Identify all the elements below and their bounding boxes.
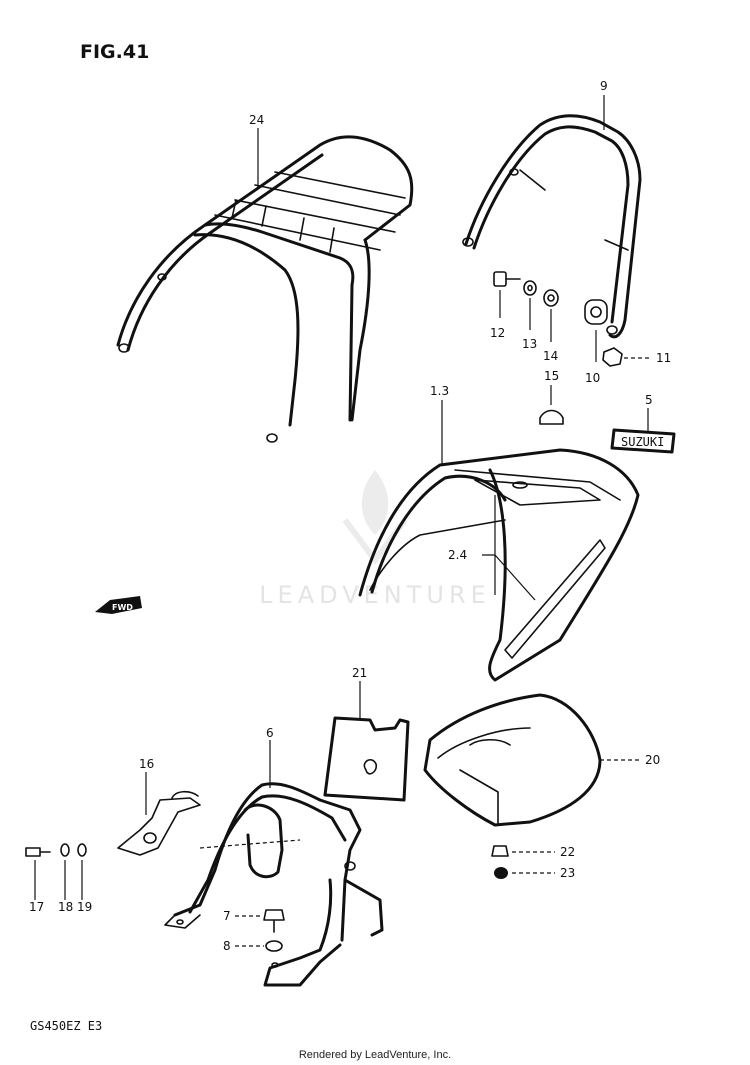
callout-11: 11 [656, 351, 671, 365]
cap-part-15[interactable]: 15 [539, 369, 564, 425]
callout-17: 17 [29, 900, 44, 914]
footer-credit: Rendered by LeadVenture, Inc. [299, 1049, 451, 1061]
callout-10: 10 [585, 371, 600, 385]
callout-12: 12 [490, 326, 505, 340]
seat-bracket-part-6[interactable]: 6 [164, 726, 384, 987]
callout-19: 19 [77, 900, 92, 914]
callout-5: 5 [645, 393, 653, 407]
callout-9: 9 [600, 79, 608, 93]
washer-part-14[interactable]: 14 [543, 289, 559, 363]
grab-handle-part-9[interactable]: 9 [462, 79, 642, 339]
callout-2-4: 2.4 [448, 548, 467, 562]
callout-7: 7 [223, 909, 231, 923]
callout-15: 15 [544, 369, 559, 383]
decal-text: SUZUKI [621, 435, 664, 449]
nut-part-11[interactable]: 11 [602, 347, 671, 367]
cushion-part-10[interactable]: 10 [584, 299, 608, 385]
nut-part-23[interactable]: 23 [494, 866, 575, 880]
callout-18: 18 [58, 900, 73, 914]
callout-22: 22 [560, 845, 575, 859]
tail-pad-part-20[interactable]: 20 [423, 693, 660, 827]
watermark-flame-icon [361, 470, 389, 535]
callout-6: 6 [266, 726, 274, 740]
callout-8: 8 [223, 939, 231, 953]
handle-hardware: 12 13 14 10 11 [490, 271, 671, 385]
model-code: GS450EZ E3 [30, 1019, 102, 1033]
washer-part-13[interactable]: 13 [522, 280, 537, 351]
hinge-bracket-part-16[interactable]: 16 [117, 757, 201, 856]
screw-part-17[interactable]: 17 [25, 847, 51, 914]
callout-21: 21 [352, 666, 367, 680]
callout-13: 13 [522, 337, 537, 351]
decal-part-5[interactable]: SUZUKI 5 [610, 393, 676, 454]
callout-1-3: 1.3 [430, 384, 449, 398]
callout-24: 24 [249, 113, 264, 127]
fwd-label: FWD [112, 603, 133, 612]
washer-part-19[interactable]: 19 [77, 843, 92, 914]
callout-20: 20 [645, 753, 660, 767]
washer-part-8[interactable]: 8 [223, 939, 283, 953]
figure-title: FIG.41 [80, 41, 149, 63]
washer-part-22[interactable]: 22 [491, 845, 575, 859]
washer-part-18[interactable]: 18 [58, 843, 73, 914]
callout-16: 16 [139, 757, 154, 771]
bolt-part-12[interactable]: 12 [490, 271, 521, 340]
callout-14: 14 [543, 349, 558, 363]
forward-direction-marker: FWD [95, 596, 142, 614]
bolt-part-7[interactable]: 7 [223, 909, 285, 933]
cover-plate-part-21[interactable]: 21 [323, 666, 410, 802]
watermark: LEADVENTURE [259, 470, 486, 609]
carrier-rack-part-24[interactable]: 24 [116, 113, 414, 443]
tail-cowl-part-1-3[interactable]: 1.3 2.4 [358, 384, 640, 682]
callout-23: 23 [560, 866, 575, 880]
